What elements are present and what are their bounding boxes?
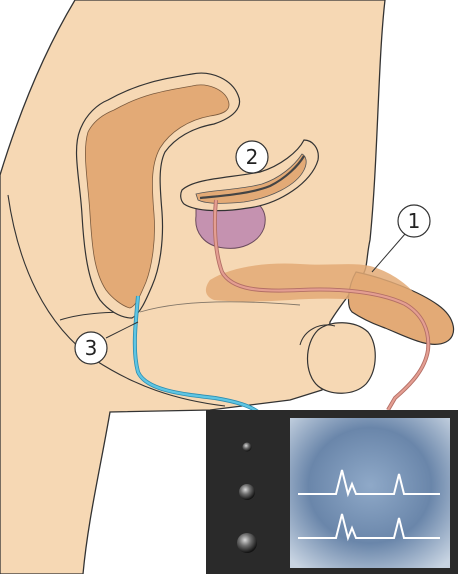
monitor <box>206 410 458 574</box>
callout-1: 1 <box>398 205 430 237</box>
callout-3-label: 3 <box>85 336 98 360</box>
callout-1-leader <box>372 234 405 272</box>
scrotum <box>308 323 376 394</box>
knob-icon <box>239 484 255 500</box>
callout-1-label: 1 <box>408 209 421 233</box>
callout-2: 2 <box>236 141 268 173</box>
callout-2-label: 2 <box>246 145 259 169</box>
knob-icon <box>237 533 257 553</box>
knob-icon <box>243 443 252 452</box>
callout-3: 3 <box>75 332 107 364</box>
